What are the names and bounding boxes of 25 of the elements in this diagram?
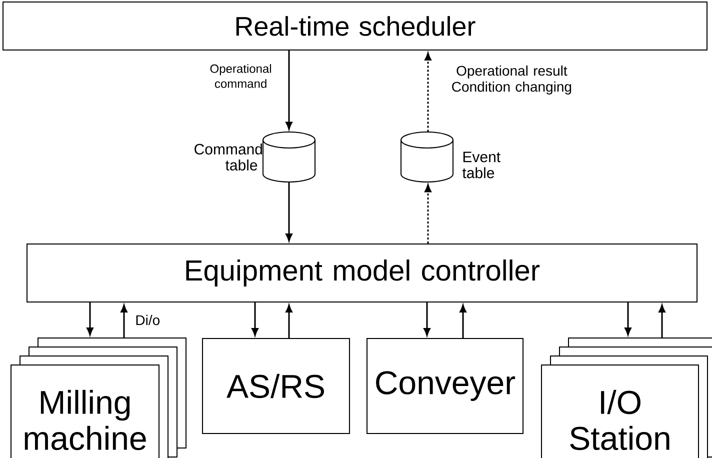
arrow — [252, 302, 258, 336]
process-box: Conveyer — [366, 338, 524, 434]
arrow — [424, 52, 432, 132]
arrow — [86, 302, 94, 336]
arrow — [286, 50, 292, 130]
stacked-box: I/O Station — [541, 338, 712, 458]
process-box: Real-time scheduler — [2, 2, 708, 50]
side-label: Command table — [194, 144, 262, 170]
process-box: Equipment model controller — [26, 244, 698, 302]
arrow — [460, 304, 466, 338]
arrow — [286, 304, 292, 338]
edge-label: Operational command — [210, 64, 272, 88]
arrow — [424, 302, 430, 336]
database-cylinder — [400, 132, 454, 182]
process-box: AS/RS — [202, 338, 350, 434]
arrow — [120, 304, 128, 338]
arrow — [658, 304, 666, 338]
edge-label: Di/o — [136, 314, 160, 326]
edge-label: Operational result Condition changing — [452, 65, 572, 95]
side-label: Event table — [462, 152, 500, 178]
database-cylinder — [262, 132, 316, 182]
arrow — [624, 302, 632, 336]
arrow — [286, 182, 292, 242]
arrow — [424, 184, 432, 244]
stacked-box: Milling machine — [10, 338, 186, 458]
